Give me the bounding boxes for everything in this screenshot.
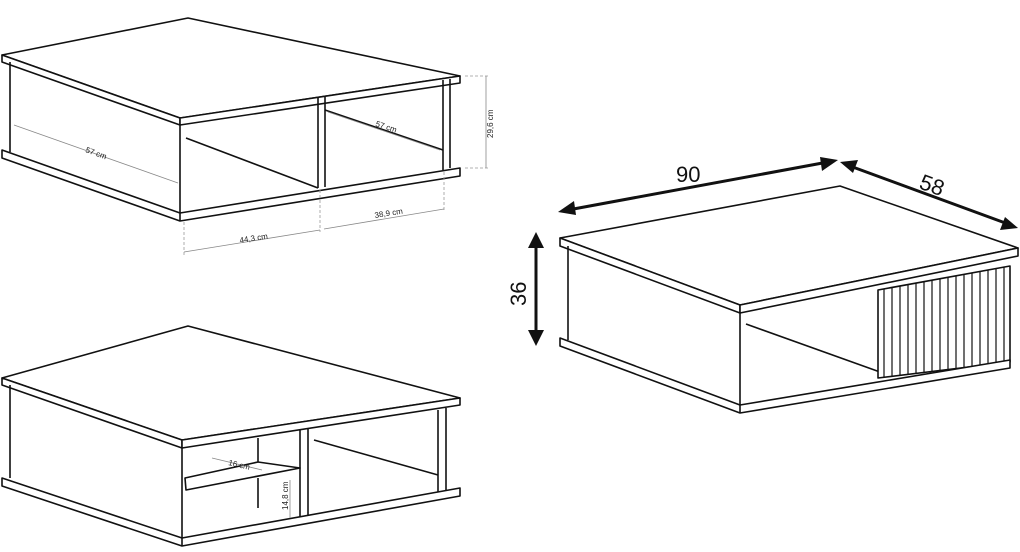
- table-view-slatted: 90 58 36: [506, 157, 1019, 414]
- table-view-with-shelf: 16 cm 14,8 cm: [1, 325, 461, 547]
- dim-height: 29,6 cm: [486, 109, 495, 138]
- table-base-2: [1, 477, 461, 547]
- width-arrow: [558, 157, 838, 215]
- dim-depth: 58: [916, 169, 948, 201]
- table-top-2: [1, 325, 461, 441]
- dim-shelf-height: 14,8 cm: [281, 481, 290, 510]
- dim-width: 90: [676, 162, 700, 187]
- inner-shelf: [184, 461, 301, 491]
- depth-arrow: [840, 160, 1018, 230]
- dim-width-right: 38,9 cm: [374, 207, 404, 220]
- slatted-door: [877, 265, 1011, 379]
- slats: [883, 267, 1005, 377]
- table-top-right-edge: [179, 75, 461, 126]
- dim-depth-left: 57 cm: [84, 145, 108, 161]
- table-view-open-shelves: 57 cm 57 cm 29,6 cm 44,3 cm 38,9 cm: [1, 17, 495, 256]
- dim-width-left: 44,3 cm: [239, 232, 269, 245]
- table-top: [1, 17, 461, 119]
- dim-height-main: 36: [506, 282, 531, 306]
- height-arrow: [528, 232, 544, 346]
- dim-depth-right: 57 cm: [374, 119, 398, 134]
